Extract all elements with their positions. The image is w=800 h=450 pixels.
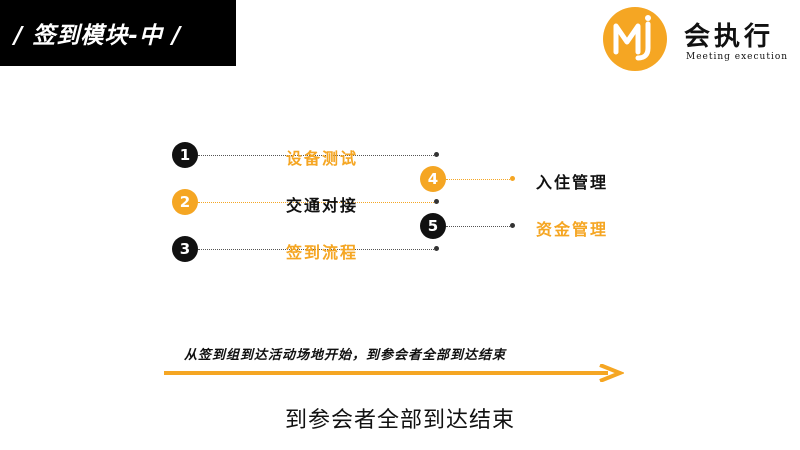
connector-dot [510,223,515,228]
list-item-4: 4 [420,166,620,194]
item-number-badge: 5 [420,213,446,239]
connector-dot [434,199,439,204]
list-item-2: 2 [172,189,439,217]
slide-title: / 签到模块-中 / [14,23,182,49]
item-label-2: 交通对接 [286,196,359,215]
connector-dot [434,152,439,157]
arrow-caption: 从签到组到达活动场地开始，到参会者全部到达结束 [184,348,507,363]
timeline-arrow-icon [164,364,624,382]
item-label-1: 设备测试 [286,149,359,168]
list-item-3: 3 [172,236,439,264]
dotted-connector [198,155,436,156]
item-label-4: 入住管理 [536,173,609,192]
dotted-connector [198,249,436,250]
item-number-badge: 3 [172,236,198,262]
title-banner: / 签到模块-中 / [0,0,236,66]
list-item-1: 1 [172,142,439,170]
connector-dot [434,246,439,251]
item-number-badge: 4 [420,166,446,192]
logo-brand-cn: 会执行 [684,22,775,52]
logo: 会执行 Meeting execution [600,6,800,71]
item-number-badge: 1 [172,142,198,168]
item-label-5: 资金管理 [536,220,609,239]
mj-logo-icon [603,7,667,71]
subtitle: 到参会者全部到达结束 [284,408,515,433]
dotted-connector [446,179,510,180]
list-item-5: 5 [420,213,620,241]
logo-brand-en: Meeting execution [686,52,789,62]
dotted-connector [446,226,510,227]
dotted-connector [198,202,436,203]
item-number-badge: 2 [172,189,198,215]
item-label-3: 签到流程 [286,243,359,262]
connector-dot [510,176,515,181]
